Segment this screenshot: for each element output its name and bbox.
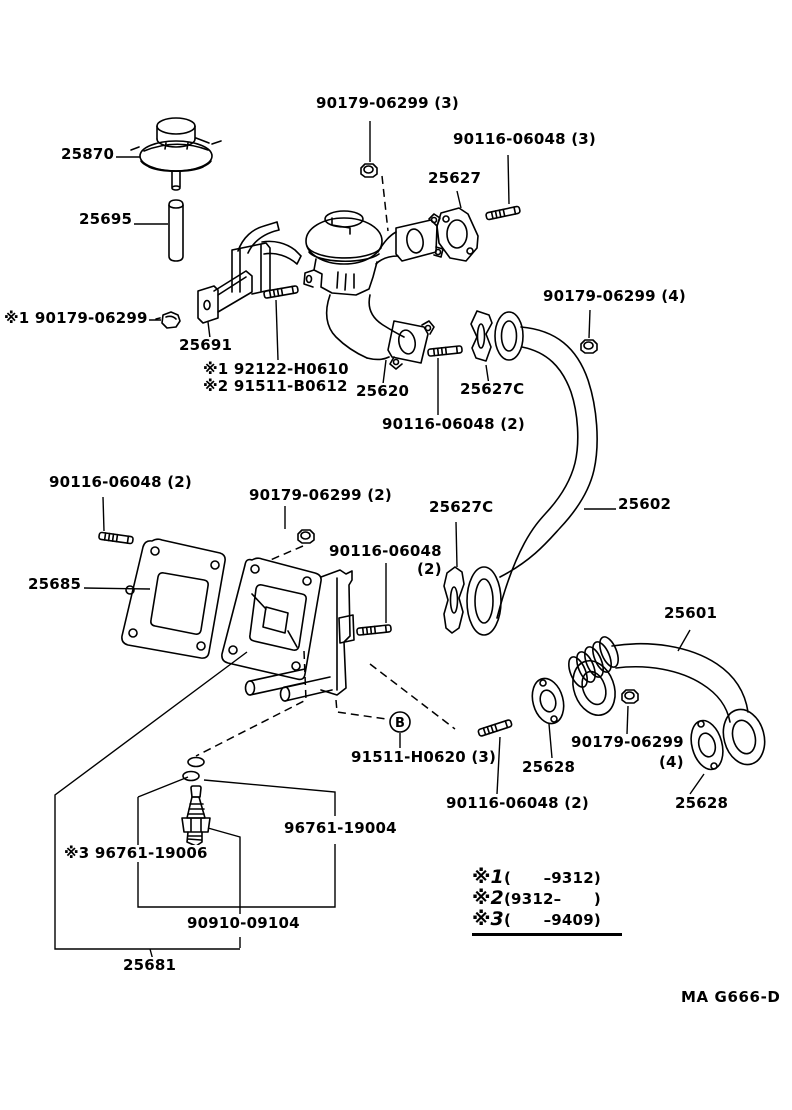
legend-marker-3: ※3 xyxy=(472,908,504,930)
gasket-25628-right-drawing xyxy=(690,719,724,771)
gasket-25685-drawing xyxy=(121,538,226,659)
legend-row-2: ※2 (9312– ) xyxy=(472,889,622,910)
part-label-90116-06048-x2-a: 90116-06048 (2) xyxy=(381,415,526,434)
part-label-90179-06299-btm: 90179-06299 xyxy=(570,733,685,752)
gasket-25627c-lower-drawing xyxy=(443,566,465,634)
part-label-90116-06048-c-qty: (2) xyxy=(416,560,443,579)
vacuum-modulator-25870-drawing xyxy=(130,117,222,191)
part-label-25620: 25620 xyxy=(355,382,411,401)
part-label-ref3-96761-19006: ※3 96761-19006 xyxy=(63,844,209,863)
part-label-25627c-upper: 25627C xyxy=(459,380,526,399)
part-label-ref2-91511-b0612: ※2 91511-B0612 xyxy=(202,377,349,396)
sensor-96761-19004-drawing xyxy=(181,756,211,852)
stud-90116-06048-mid-icon xyxy=(426,344,464,358)
legend-range-1: ( –9312) xyxy=(504,869,601,887)
nut-90179-06299-bottom-icon xyxy=(621,689,639,704)
stud-90116-06048-bottom-icon xyxy=(476,718,514,738)
part-label-25627c-lower: 25627C xyxy=(428,498,495,517)
legend-range-3: ( –9409) xyxy=(504,911,601,929)
part-label-25695: 25695 xyxy=(78,210,134,229)
nut-90179-06299-top-icon xyxy=(360,163,378,178)
nut-90179-06299-right-icon xyxy=(580,339,598,354)
throttle-body-drawing xyxy=(221,557,355,702)
part-label-90910-09104: 90910-09104 xyxy=(186,914,301,933)
date-range-legend: ※1 ( –9312) ※2 (9312– ) ※3 ( –9409) xyxy=(472,868,622,936)
part-label-ref1-92122-h0610: ※1 92122-H0610 xyxy=(202,360,350,379)
part-label-25627: 25627 xyxy=(427,169,483,188)
legend-row-3: ※3 ( –9409) xyxy=(472,910,622,931)
part-label-90179-06299-x3: 90179-06299 (3) xyxy=(315,94,460,113)
part-label-90179-06299-btm-qty: (4) xyxy=(658,753,685,772)
figure-code: MA G666-D xyxy=(681,988,781,1006)
egr-valve-25620-drawing xyxy=(303,210,444,370)
part-label-90116-06048-x2-b: 90116-06048 (2) xyxy=(48,473,193,492)
stud-92122-h0610-icon xyxy=(262,284,300,300)
legend-range-2: (9312– ) xyxy=(504,890,601,908)
part-label-90116-06048-c: 90116-06048 xyxy=(328,542,443,561)
callout-b-circle: B xyxy=(389,711,411,733)
nut-90179-06299-mid-icon xyxy=(297,529,315,544)
part-label-90179-06299-x4: 90179-06299 (4) xyxy=(542,287,687,306)
part-label-25685: 25685 xyxy=(27,575,83,594)
gasket-25627-drawing xyxy=(436,207,479,262)
stud-90116-06048-center-icon xyxy=(355,623,393,637)
egr-pipe-25601-drawing xyxy=(568,636,766,766)
label-leader-lines xyxy=(83,121,705,948)
part-label-25601: 25601 xyxy=(663,604,719,623)
part-label-25681: 25681 xyxy=(122,956,178,975)
stud-90116-06048-left-icon xyxy=(97,531,135,545)
part-label-90179-06299-x2: 90179-06299 (2) xyxy=(248,486,393,505)
egr-pipe-25602-drawing xyxy=(466,311,598,636)
gasket-25627c-upper-drawing xyxy=(470,310,493,362)
legend-marker-1: ※1 xyxy=(472,866,504,888)
stud-90116-06048-top-icon xyxy=(484,205,522,221)
part-label-25628-right: 25628 xyxy=(674,794,730,813)
part-label-96761-19004: 96761-19004 xyxy=(283,819,398,838)
legend-marker-2: ※2 xyxy=(472,887,504,909)
part-label-25628-left: 25628 xyxy=(521,758,577,777)
part-label-90116-06048-x2-d: 90116-06048 (2) xyxy=(445,794,590,813)
part-label-25870: 25870 xyxy=(60,145,116,164)
callout-b-letter: B xyxy=(395,716,405,731)
bracket-25691-drawing xyxy=(197,221,302,324)
bolt-90179-06299-drawing xyxy=(155,311,181,329)
legend-row-1: ※1 ( –9312) xyxy=(472,868,622,889)
part-label-25691: 25691 xyxy=(178,336,234,355)
part-label-90116-06048-x3: 90116-06048 (3) xyxy=(452,130,597,149)
assembly-dashed-lines xyxy=(195,175,456,757)
vacuum-hose-25695-drawing xyxy=(168,199,184,262)
part-label-25602: 25602 xyxy=(617,495,673,514)
part-label-91511-h0620-x3: 91511-H0620 (3) xyxy=(350,748,498,767)
part-label-ref1-90179-06299: ※1 90179-06299 xyxy=(3,309,149,328)
gasket-25628-left-drawing xyxy=(531,677,565,725)
